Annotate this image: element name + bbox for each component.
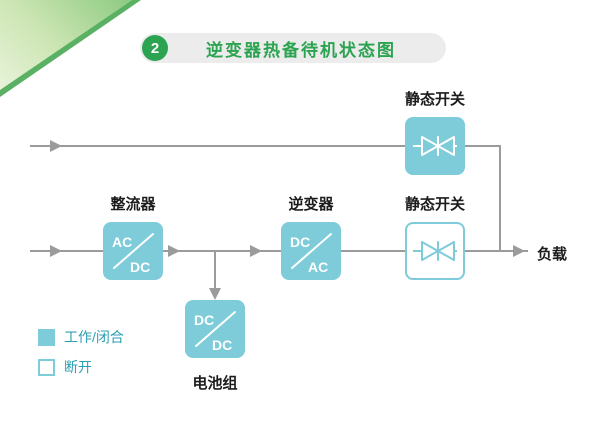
inverter-box: DC AC xyxy=(281,222,341,280)
thyristor-icon xyxy=(413,136,457,156)
rectifier-label: 整流器 xyxy=(110,196,156,213)
inverter-label: 逆变器 xyxy=(288,196,334,213)
legend-label-open: 断开 xyxy=(64,359,92,375)
arrowhead-battery xyxy=(209,288,221,300)
inverter-bottom-text: AC xyxy=(308,259,328,275)
rectifier-box: AC DC xyxy=(103,222,163,280)
static-switch-top-label: 静态开关 xyxy=(404,91,465,108)
corner-decoration xyxy=(0,0,132,90)
static-switch-top-box xyxy=(405,117,465,175)
converter-slash xyxy=(195,311,236,347)
inverter-top-text: DC xyxy=(290,234,310,250)
legend-label-closed: 工作/闭合 xyxy=(64,329,124,345)
battery-converter-bottom-text: DC xyxy=(212,337,232,353)
arrowhead-before-inverter xyxy=(250,245,262,257)
flow-line-inverter-out xyxy=(341,250,405,252)
diagram-title: 逆变器热备待机状态图 xyxy=(206,40,396,60)
ac-dc-converter-icon: AC DC xyxy=(112,233,154,275)
converter-slash xyxy=(113,233,154,269)
flow-line-output xyxy=(465,250,528,252)
triangle-left xyxy=(437,241,455,261)
legend-swatch-filled xyxy=(38,328,55,346)
static-switch-out-label: 静态开关 xyxy=(404,196,465,213)
arrowhead-load xyxy=(513,245,525,257)
battery-label: 电池组 xyxy=(192,375,238,392)
legend-swatch-outline xyxy=(38,358,55,376)
flow-line-input xyxy=(30,250,103,252)
triangle-left xyxy=(437,136,455,156)
step-number-badge: 2 xyxy=(142,35,168,61)
arrowhead-input xyxy=(50,245,62,257)
flow-line-bypass-down xyxy=(499,146,501,252)
static-switch-out-box xyxy=(405,222,465,280)
arrowhead-after-rectifier xyxy=(168,245,180,257)
dc-dc-converter-icon: DC DC xyxy=(194,311,236,353)
rectifier-bottom-text: DC xyxy=(130,259,150,275)
thyristor-icon xyxy=(413,241,457,261)
dc-ac-converter-icon: DC AC xyxy=(290,233,332,275)
diagram-header: 2 逆变器热备待机状态图 xyxy=(140,33,446,63)
arrowhead-bypass-in xyxy=(50,140,62,152)
triangle-right xyxy=(421,241,439,261)
battery-converter-top-text: DC xyxy=(194,312,214,328)
flow-line-dc-bus xyxy=(163,250,281,252)
legend-item-open: 断开 xyxy=(38,357,92,377)
legend-item-closed: 工作/闭合 xyxy=(38,327,124,347)
battery-converter-box: DC DC xyxy=(185,300,245,358)
load-label: 负载 xyxy=(537,246,568,263)
converter-slash xyxy=(291,233,332,269)
flow-line-bypass-out xyxy=(465,145,501,147)
rectifier-top-text: AC xyxy=(112,234,132,250)
flow-line-bypass-in xyxy=(30,145,405,147)
triangle-right xyxy=(421,136,439,156)
flow-line-battery-branch xyxy=(214,251,216,291)
